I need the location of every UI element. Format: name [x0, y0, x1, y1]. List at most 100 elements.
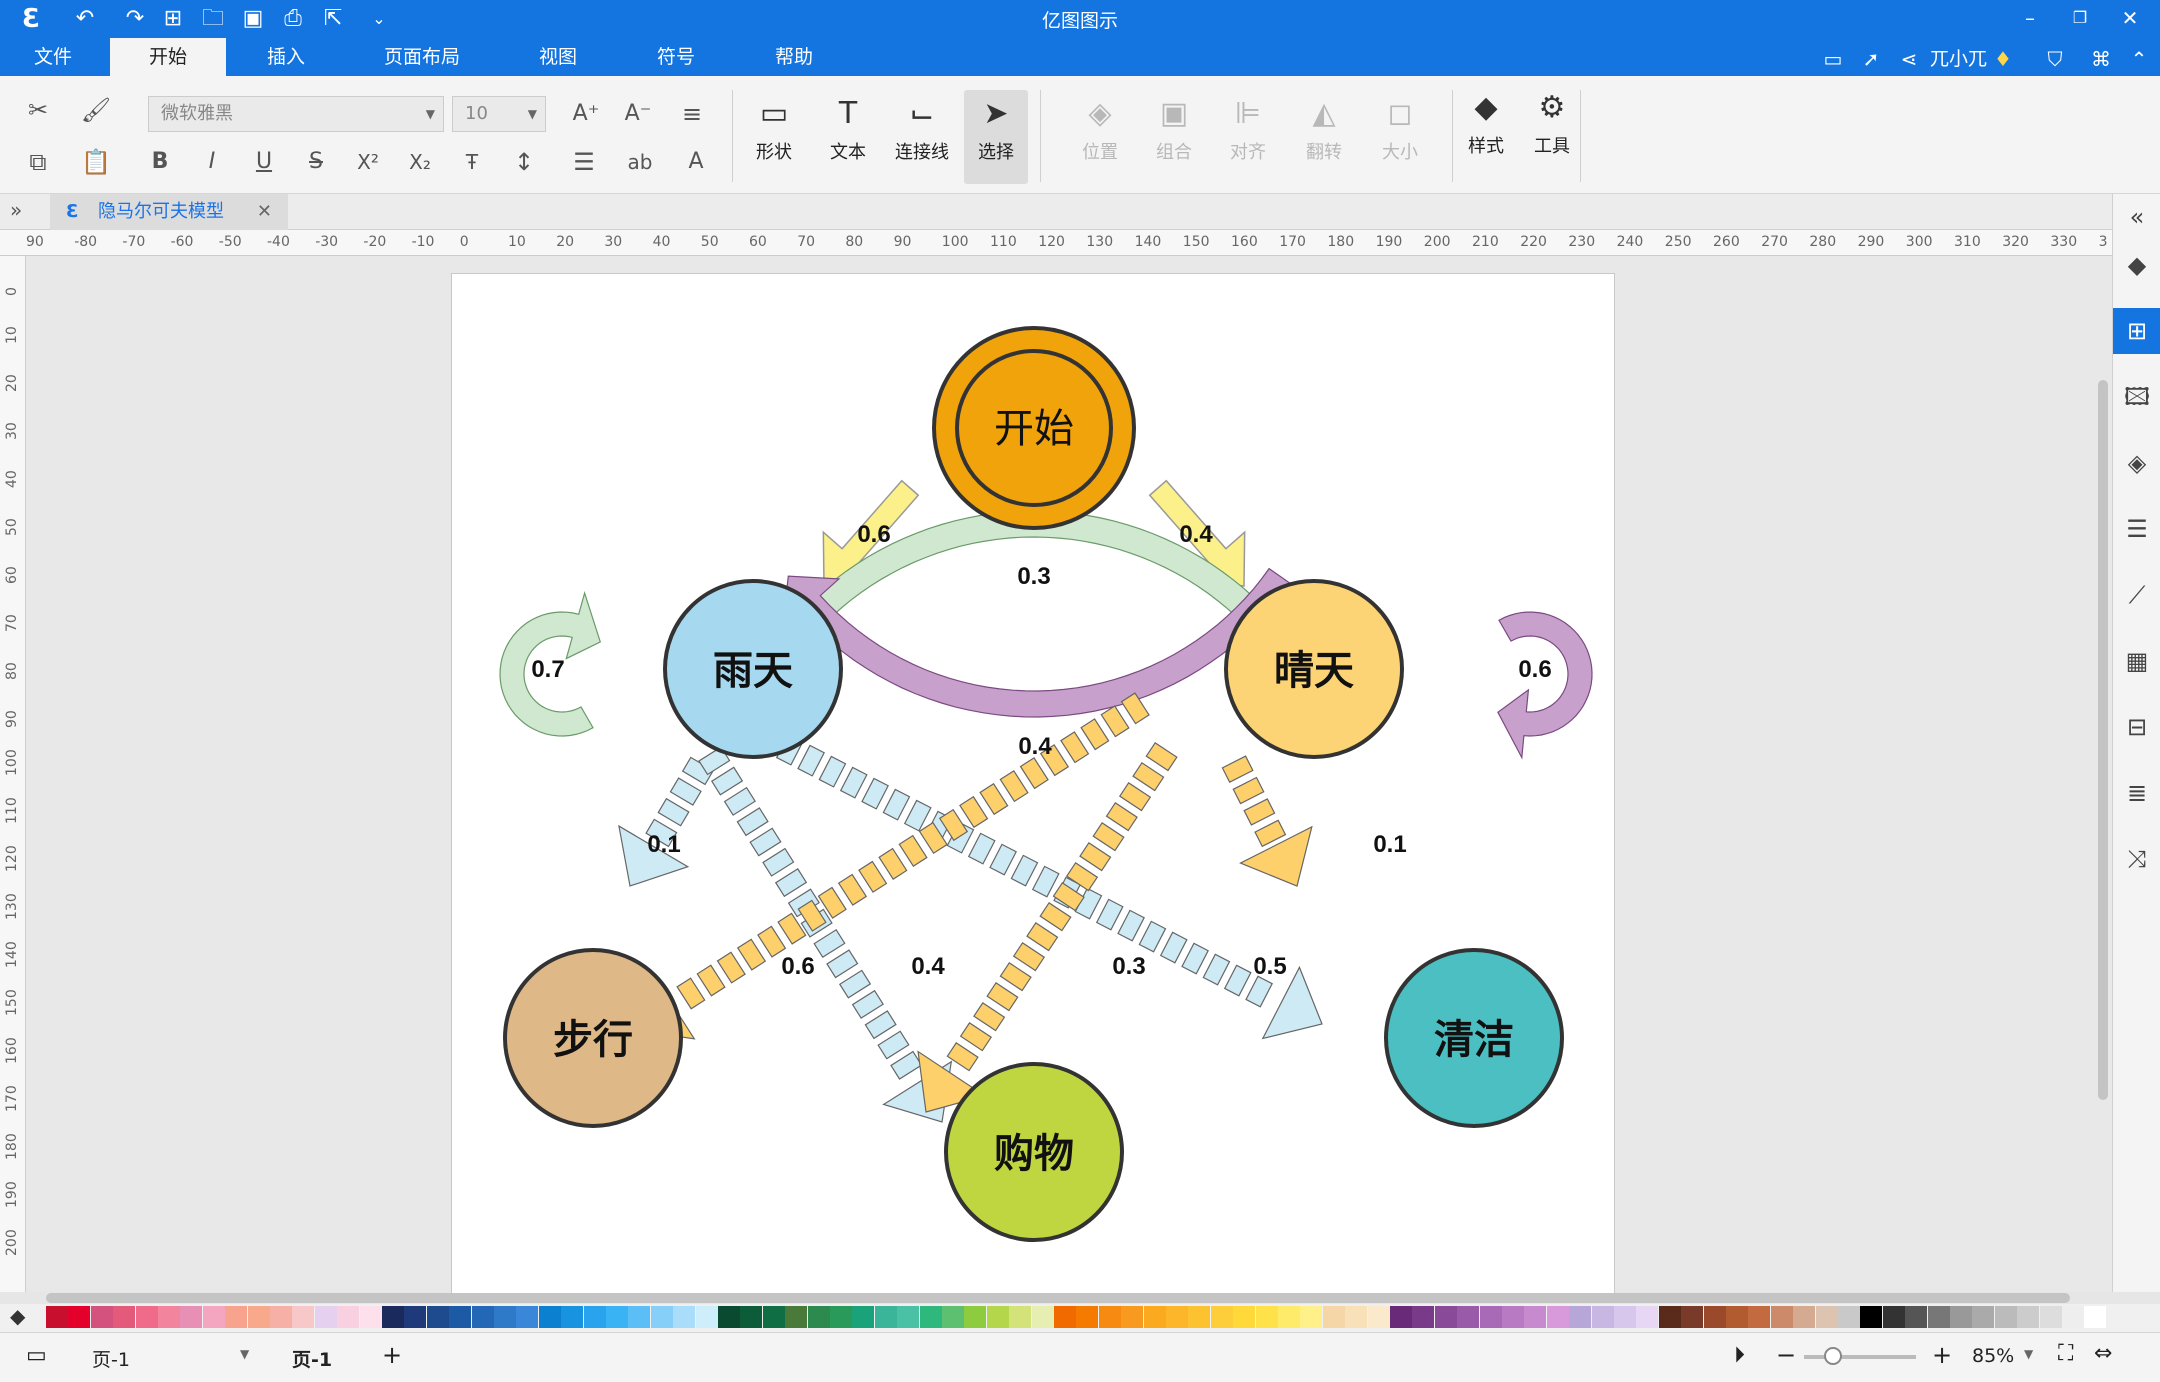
curved-arrow[interactable] — [499, 591, 602, 737]
grid-layout-icon[interactable]: ⊞ — [2113, 308, 2160, 354]
color-swatch[interactable] — [1031, 1306, 1054, 1328]
color-swatch[interactable] — [1994, 1306, 2017, 1328]
color-swatch[interactable] — [1143, 1306, 1166, 1328]
color-swatch[interactable] — [1121, 1306, 1144, 1328]
zoom-level[interactable]: 85% — [1972, 1345, 2015, 1367]
color-swatch[interactable] — [1770, 1306, 1793, 1328]
color-swatch[interactable] — [942, 1306, 964, 1328]
user-name[interactable]: 兀小兀 — [1930, 48, 1988, 70]
color-swatch[interactable] — [270, 1306, 292, 1328]
color-swatch[interactable] — [807, 1306, 830, 1328]
shape-tool-button[interactable]: ▭ 形状 — [742, 90, 806, 184]
color-swatch[interactable] — [1457, 1306, 1480, 1328]
format-painter-icon[interactable]: 🖌 — [80, 96, 112, 124]
minimize-button[interactable]: – — [2025, 6, 2035, 30]
send-icon[interactable]: ➚ — [1862, 47, 1880, 71]
color-swatch[interactable] — [650, 1306, 673, 1328]
style-button[interactable]: ◆ 样式 — [1454, 84, 1518, 178]
color-swatch[interactable] — [986, 1306, 1009, 1328]
restore-button[interactable]: ❐ — [2072, 8, 2088, 27]
position-button[interactable]: ◈ 位置 — [1068, 90, 1132, 184]
font-family-select[interactable]: 微软雅黑 ▼ — [148, 96, 444, 132]
color-swatch[interactable] — [382, 1306, 404, 1328]
color-swatch[interactable] — [292, 1306, 315, 1328]
color-swatch[interactable] — [1838, 1306, 1860, 1328]
color-swatch[interactable] — [1591, 1306, 1614, 1328]
redo-icon[interactable]: ↷ — [125, 6, 145, 31]
node-clean[interactable] — [1384, 948, 1564, 1128]
color-swatch[interactable] — [1166, 1306, 1188, 1328]
italic-icon[interactable]: I — [208, 149, 216, 174]
expand-library-icon[interactable]: » — [10, 198, 23, 222]
select-tool-button[interactable]: ➤ 选择 — [964, 90, 1028, 184]
color-swatch[interactable] — [1703, 1306, 1726, 1328]
add-page-button[interactable]: + — [382, 1341, 403, 1369]
color-swatch[interactable] — [247, 1306, 270, 1328]
color-swatch[interactable] — [404, 1306, 427, 1328]
color-swatch[interactable] — [1479, 1306, 1502, 1328]
image-icon[interactable]: 🖾 — [2123, 383, 2151, 411]
align-text-icon[interactable]: ≡ — [681, 100, 703, 128]
node-walk[interactable] — [503, 948, 683, 1128]
menu-page-layout[interactable]: 页面布局 — [383, 46, 460, 68]
subscript-icon[interactable]: X₂ — [409, 150, 431, 174]
color-swatch[interactable] — [135, 1306, 158, 1328]
bold-icon[interactable]: B — [151, 149, 169, 174]
color-swatch[interactable] — [852, 1306, 875, 1328]
color-swatch[interactable] — [1210, 1306, 1233, 1328]
color-swatch[interactable] — [449, 1306, 472, 1328]
color-swatch[interactable] — [2039, 1306, 2062, 1328]
color-swatch[interactable] — [740, 1306, 763, 1328]
color-swatch[interactable] — [90, 1306, 113, 1328]
color-swatch[interactable] — [1300, 1306, 1323, 1328]
chevron-down-icon[interactable]: ▼ — [240, 1347, 250, 1361]
color-swatch[interactable] — [628, 1306, 651, 1328]
color-swatch[interactable] — [830, 1306, 852, 1328]
color-swatch[interactable] — [359, 1306, 382, 1328]
chart-icon[interactable]: ⟋ — [2128, 581, 2146, 609]
cut-icon[interactable]: ✂ — [27, 96, 49, 124]
paste-icon[interactable]: 📋 — [81, 148, 111, 176]
underline-icon[interactable]: U — [255, 149, 273, 174]
table-icon[interactable]: ▦ — [2125, 647, 2149, 675]
zoom-in-button[interactable]: + — [1932, 1341, 1953, 1369]
layers-icon[interactable]: ◈ — [2127, 449, 2147, 477]
copy-icon[interactable]: ⧉ — [29, 148, 47, 176]
color-swatch[interactable] — [695, 1306, 718, 1328]
color-swatch[interactable] — [1636, 1306, 1659, 1328]
color-swatch[interactable] — [874, 1306, 897, 1328]
open-folder-icon[interactable]: 🗀 — [201, 6, 224, 31]
menu-file[interactable]: 文件 — [33, 46, 72, 68]
arrow-head[interactable] — [618, 824, 690, 887]
menu-home[interactable]: 开始 — [110, 38, 226, 76]
zoom-slider-handle[interactable] — [1824, 1347, 1842, 1365]
color-swatch[interactable] — [1815, 1306, 1838, 1328]
close-tab-icon[interactable]: ✕ — [256, 201, 272, 222]
fill-icon[interactable]: ◆ — [2127, 251, 2147, 279]
document-tab[interactable]: Ɛ 隐马尔可夫模型 ✕ — [50, 194, 288, 230]
color-swatch[interactable] — [538, 1306, 561, 1328]
color-swatch[interactable] — [113, 1306, 136, 1328]
color-swatch[interactable] — [1009, 1306, 1032, 1328]
color-swatch[interactable] — [426, 1306, 449, 1328]
line-spacing-icon[interactable]: ↕ — [513, 148, 535, 176]
color-swatch[interactable] — [1927, 1306, 1950, 1328]
shirt-icon[interactable]: ⛉ — [2047, 47, 2063, 71]
curved-arrow[interactable] — [1497, 611, 1593, 760]
color-swatch[interactable] — [964, 1306, 987, 1328]
page-selector[interactable]: 页-1 — [92, 1349, 130, 1371]
color-swatch[interactable] — [1748, 1306, 1771, 1328]
flip-button[interactable]: ◭ 翻转 — [1292, 90, 1356, 184]
page-view-icon[interactable]: ▭ — [26, 1343, 47, 1368]
apps-icon[interactable]: ⌘ — [2091, 47, 2111, 71]
color-swatch[interactable] — [1076, 1306, 1099, 1328]
color-swatch[interactable] — [1434, 1306, 1457, 1328]
print-icon[interactable]: ⎙ — [284, 6, 302, 31]
document-icon[interactable]: ☰ — [2126, 515, 2148, 543]
color-swatch[interactable] — [897, 1306, 920, 1328]
group-button[interactable]: ▣ 组合 — [1142, 90, 1206, 184]
color-swatch[interactable] — [494, 1306, 516, 1328]
color-swatch[interactable] — [314, 1306, 337, 1328]
horizontal-scrollbar[interactable] — [46, 1293, 2070, 1303]
color-swatch[interactable] — [202, 1306, 225, 1328]
